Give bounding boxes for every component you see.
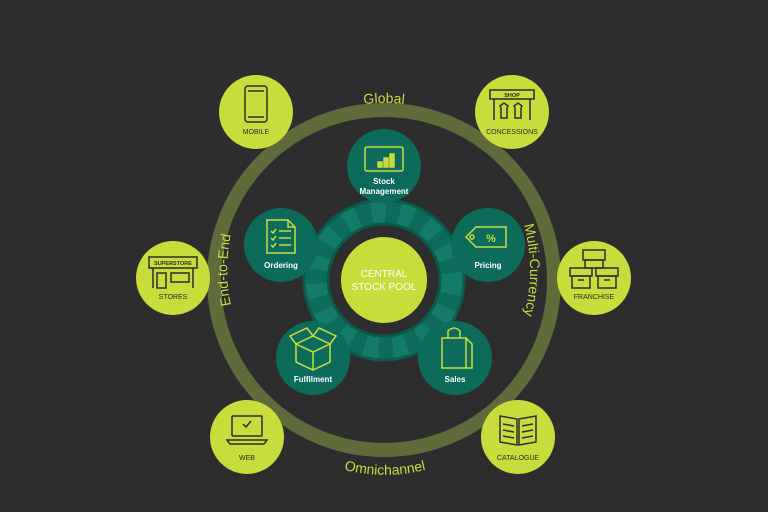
svg-text:Stock: Stock [373,177,395,186]
node-ordering[interactable]: Ordering [244,208,318,282]
node-franchise[interactable]: FRANCHISE [557,241,631,315]
shop-icon [489,89,535,120]
svg-text:Fulfilment: Fulfilment [294,375,333,384]
svg-text:Pricing: Pricing [474,261,501,270]
open-book-icon [499,415,537,446]
smartphone-icon [244,85,268,123]
node-catalogue[interactable]: CATALOGUE [481,400,555,474]
node-fulfilment[interactable]: Fulfilment [276,321,350,395]
node-concessions[interactable]: SHOP CONCESSIONS [475,75,549,149]
svg-text:Management: Management [360,187,409,196]
central-stock-pool: CENTRAL STOCK POOL [341,237,427,323]
gear-ring [302,198,466,362]
svg-text:MOBILE: MOBILE [243,129,270,136]
outer-ring [207,103,561,457]
shopping-bag-icon [441,327,473,369]
box-icon [288,327,338,371]
node-mobile[interactable]: MOBILE [219,75,293,149]
svg-text:CENTRAL: CENTRAL [361,269,408,280]
node-pricing[interactable]: % Pricing [451,208,525,282]
node-stores[interactable]: SUPERSTORE STORES [136,241,210,315]
franchise-icon [569,249,619,289]
ring-label-top: Global [363,90,406,107]
chart-icon [364,146,404,172]
svg-text:SUPERSTORE: SUPERSTORE [154,261,192,267]
node-stock-management[interactable]: Stock Management [347,129,421,203]
laptop-icon [225,415,269,445]
node-web[interactable]: WEB [210,400,284,474]
node-sales[interactable]: Sales [418,321,492,395]
ring-label-bottom: Omnichannel [343,457,426,478]
svg-text:SHOP: SHOP [504,93,520,99]
svg-text:STOCK POOL: STOCK POOL [352,282,417,293]
store-icon [148,256,198,289]
svg-text:FRANCHISE: FRANCHISE [574,294,615,301]
svg-text:CATALOGUE: CATALOGUE [497,455,539,462]
svg-text:%: % [486,233,496,245]
checklist-icon [266,219,296,254]
svg-text:STORES: STORES [159,294,188,301]
svg-text:Ordering: Ordering [264,261,298,270]
svg-text:Sales: Sales [445,375,466,384]
ring-label-right: Multi-Currency [521,222,543,318]
svg-text:CONCESSIONS: CONCESSIONS [486,129,538,136]
ring-label-left: End-to-End [214,232,234,307]
svg-text:WEB: WEB [239,455,255,462]
price-tag-icon [464,226,507,248]
